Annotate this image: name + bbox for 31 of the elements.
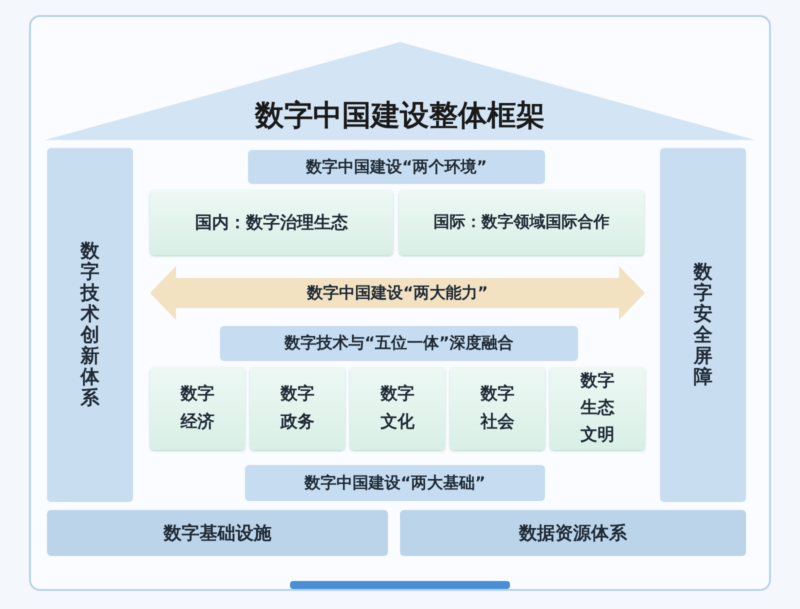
box-label: 数字社会 <box>480 383 516 434</box>
content-box <box>250 367 345 450</box>
box-label: 数字中国建设“两个环境” <box>306 156 488 178</box>
header-band <box>220 326 578 361</box>
header-band <box>245 465 545 501</box>
box-label: 国际：数字领域国际合作 <box>434 212 610 233</box>
vertical-pillar <box>47 148 133 502</box>
foundation-bar <box>47 510 388 556</box>
box-label: 数字安全屏障 <box>694 262 712 388</box>
vertical-pillar <box>660 148 746 502</box>
content-box <box>150 367 245 450</box>
content-box <box>550 367 645 450</box>
box-label: 数字中国建设“两大能力” <box>306 282 488 304</box>
box-label: 数字技术创新体系 <box>80 241 100 409</box>
box-label: 数字经济 <box>180 383 216 434</box>
box-label: 国内：数字治理生态 <box>195 212 348 234</box>
header-band <box>248 150 545 184</box>
foundation-bar <box>400 510 746 556</box>
box-label: 数字文化 <box>380 383 416 434</box>
box-label: 数字基础设施 <box>164 522 272 545</box>
box-label: 数据资源体系 <box>519 522 627 545</box>
diagram-title: 数字中国建设整体框架 <box>254 97 546 134</box>
box-label: 数字技术与“五位一体”深度融合 <box>284 333 514 354</box>
box-label: 数字政务 <box>280 383 316 434</box>
box-label: 数字生态文明 <box>580 370 616 448</box>
double-arrow-band <box>150 266 645 320</box>
box-label: 数字中国建设“两大基础” <box>304 472 486 494</box>
content-box <box>450 367 545 450</box>
content-box <box>350 367 445 450</box>
content-box <box>150 190 393 255</box>
content-box <box>399 190 644 255</box>
